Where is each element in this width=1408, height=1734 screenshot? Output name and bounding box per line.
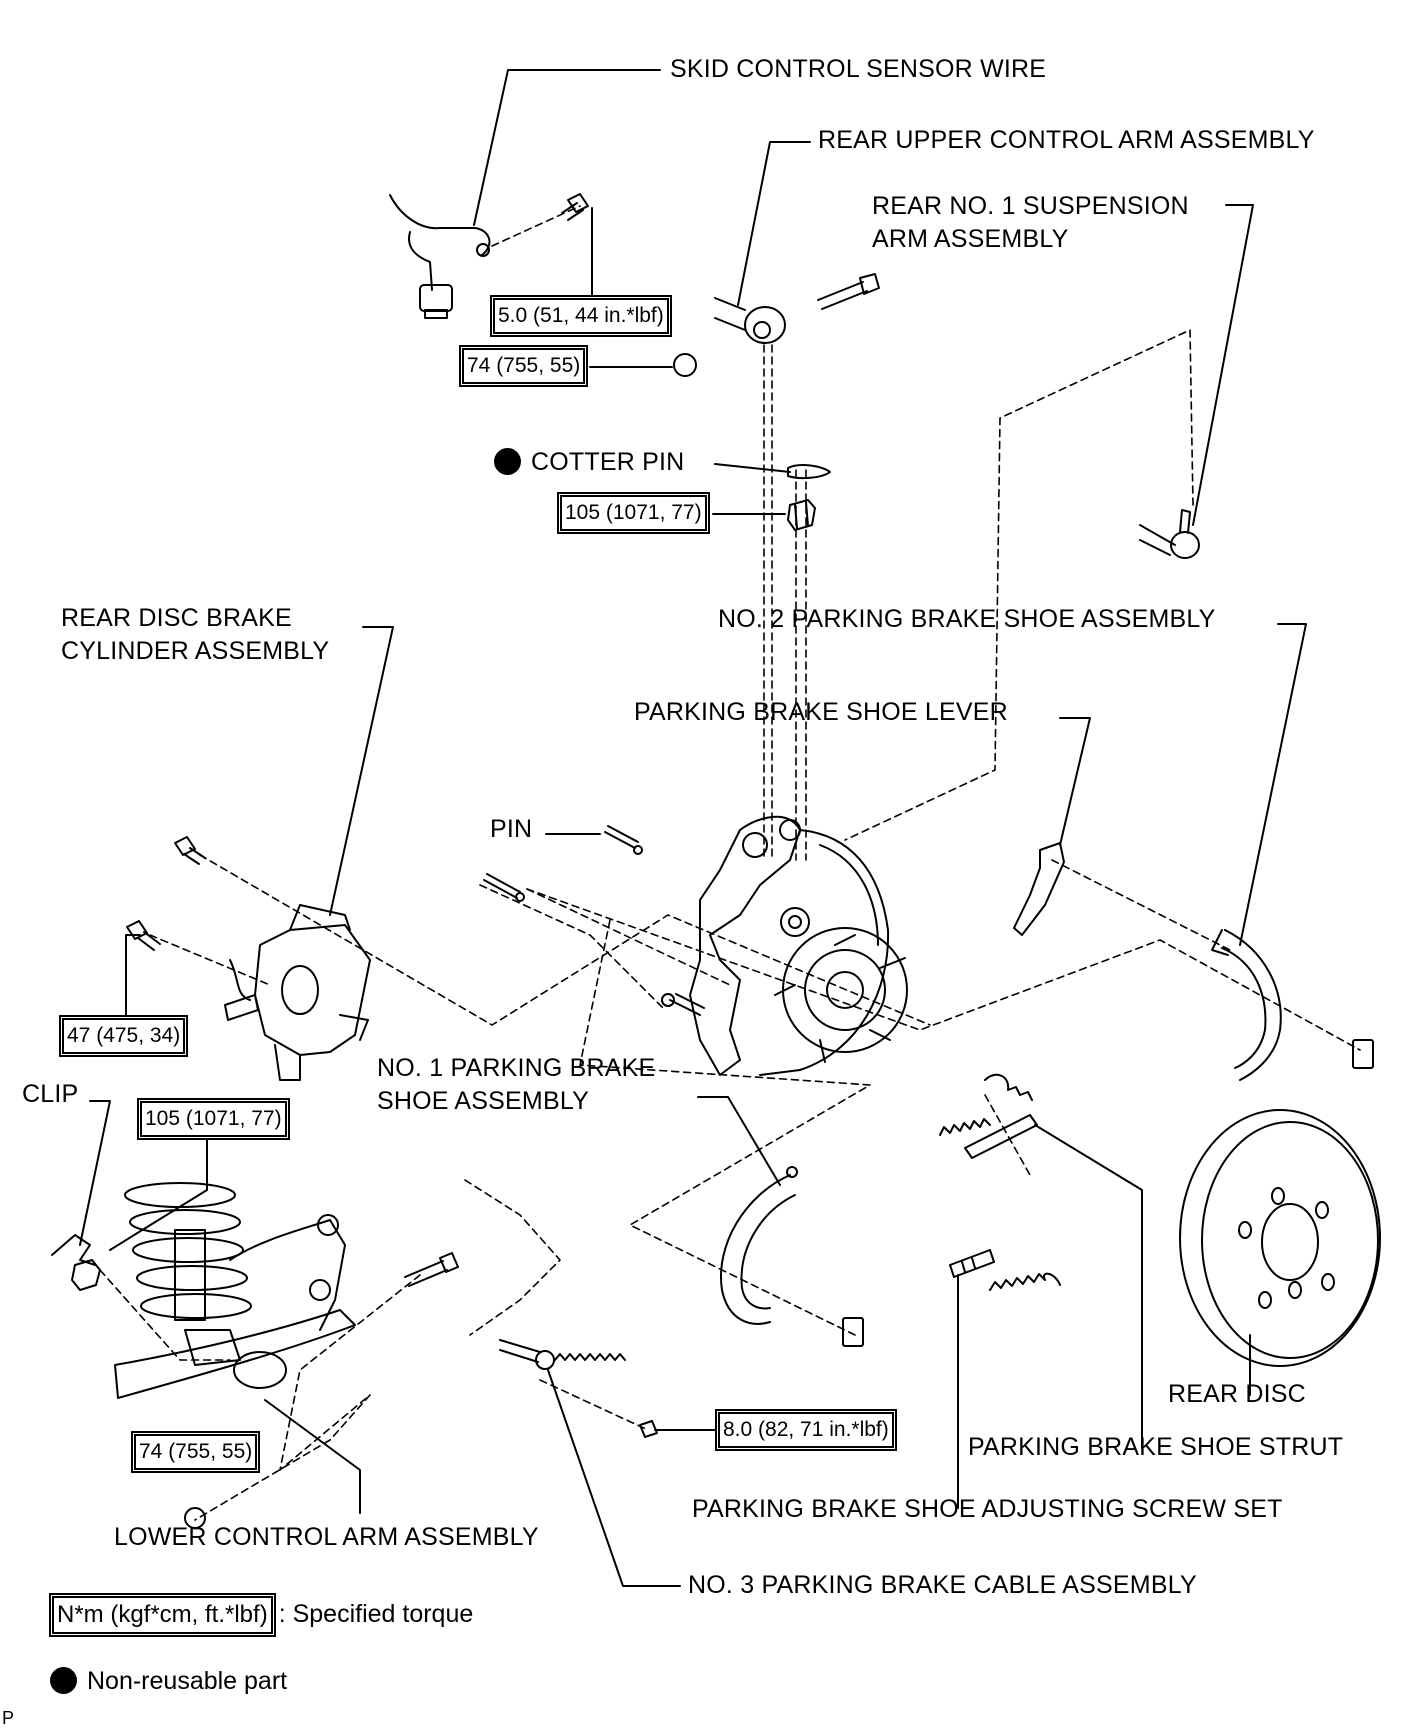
label-cotter-pin: COTTER PIN — [494, 446, 684, 479]
leader-no2-shoe — [1239, 623, 1307, 946]
lower-arm-nut — [184, 1507, 206, 1529]
alignment-lines — [99, 205, 1361, 1521]
no1-shoe-part — [720, 1166, 798, 1325]
torque-lower-arm-nut: 74 (755, 55) — [134, 1434, 258, 1470]
label-no1-parking-brake-shoe-line1: NO. 1 PARKING BRAKE — [377, 1054, 656, 1082]
suspension-arm-part — [1139, 509, 1200, 559]
legend-torque-desc: : Specified torque — [278, 1600, 474, 1628]
label-rear-disc-brake-cylinder-line1: REAR DISC BRAKE — [61, 604, 292, 632]
sensor-bolt — [561, 193, 589, 221]
label-parking-brake-shoe-strut: PARKING BRAKE SHOE STRUT — [968, 1433, 1344, 1461]
rear-disc-part — [1179, 1109, 1381, 1367]
leader-caliper-bolt — [125, 934, 141, 1019]
leader-cable — [547, 1369, 681, 1587]
torque-sensor-bolt: 5.0 (51, 44 in.*lbf) — [493, 298, 669, 334]
lower-arm-bolt — [404, 1252, 459, 1287]
legend-non-reusable: Non-reusable part — [50, 1664, 287, 1698]
leader-clip — [79, 1100, 111, 1246]
no1-shoe-clip — [842, 1317, 864, 1347]
label-no3-parking-brake-cable: NO. 3 PARKING BRAKE CABLE ASSEMBLY — [688, 1571, 1197, 1599]
label-lower-control-arm: LOWER CONTROL ARM ASSEMBLY — [114, 1523, 539, 1551]
leader-shoe-lever — [1059, 717, 1091, 846]
torque-cable-bolt: 8.0 (82, 71 in.*lbf) — [718, 1412, 894, 1448]
brake-cylinder-part — [224, 904, 371, 1081]
spring-nut-part — [71, 1259, 101, 1291]
shoe-strut-part — [964, 1114, 1038, 1159]
label-no1-parking-brake-shoe-line2: SHOE ASSEMBLY — [377, 1087, 589, 1115]
upper-arm-part — [714, 297, 786, 344]
leader-no1-shoe — [697, 1096, 781, 1186]
adjusting-screw-part — [949, 1249, 995, 1278]
no2-shoe-part — [1211, 929, 1282, 1081]
caliper-bolt-upper — [174, 836, 206, 865]
leader-suspension-arm — [1192, 204, 1254, 526]
caliper-bolt-lower — [126, 920, 161, 951]
leader-sensor-wire — [473, 69, 661, 226]
label-pin: PIN — [490, 815, 533, 843]
label-rear-no1-suspension-arm-line2: ARM ASSEMBLY — [872, 225, 1069, 253]
legend-non-reusable-dot — [50, 1666, 77, 1694]
springs-part — [939, 1073, 1061, 1291]
pin-part-upper — [604, 825, 643, 855]
upper-arm-bolt — [817, 273, 880, 310]
torque-upper-arm-nut: 74 (755, 55) — [462, 348, 586, 384]
no2-shoe-clip — [1352, 1039, 1374, 1069]
label-clip: CLIP — [22, 1080, 79, 1108]
upper-arm-nut — [673, 353, 697, 377]
leader-cotter-pin — [714, 463, 791, 473]
cable-bolt — [639, 1420, 658, 1438]
leader-upper-arm — [737, 141, 811, 306]
torque-caliper-bolt: 47 (475, 34) — [62, 1018, 186, 1054]
label-no2-parking-brake-shoe: NO. 2 PARKING BRAKE SHOE ASSEMBLY — [718, 605, 1216, 633]
cotter-pin-part — [787, 464, 831, 480]
label-cotter-pin-text: COTTER PIN — [531, 448, 685, 476]
legend-torque: N*m (kgf*cm, ft.*lbf): Specified torque — [52, 1596, 473, 1634]
torque-castle-nut: 105 (1071, 77) — [560, 495, 707, 531]
label-adjusting-screw-set: PARKING BRAKE SHOE ADJUSTING SCREW SET — [692, 1495, 1283, 1523]
leader-shoe-strut — [1034, 1124, 1143, 1449]
leader-lines — [79, 69, 1307, 1587]
leader-brake-cylinder — [329, 626, 394, 916]
cable-part — [499, 1339, 626, 1370]
legend-torque-unit: N*m (kgf*cm, ft.*lbf) — [52, 1596, 273, 1634]
label-rear-upper-control-arm: REAR UPPER CONTROL ARM ASSEMBLY — [818, 126, 1315, 154]
sensor-wire-part — [389, 194, 491, 319]
label-rear-disc-brake-cylinder-line2: CYLINDER ASSEMBLY — [61, 637, 330, 665]
label-skid-control-sensor-wire: SKID CONTROL SENSOR WIRE — [670, 55, 1047, 83]
coil-spring-part — [124, 1182, 252, 1321]
non-reusable-marker — [494, 447, 521, 475]
torque-spring-nut: 105 (1071, 77) — [140, 1101, 287, 1137]
label-rear-disc: REAR DISC — [1168, 1380, 1306, 1408]
legend-non-reusable-text: Non-reusable part — [87, 1667, 288, 1695]
knuckle-hub-part — [661, 815, 908, 1076]
label-rear-no1-suspension-arm-line1: REAR NO. 1 SUSPENSION — [872, 192, 1189, 220]
label-parking-brake-shoe-lever: PARKING BRAKE SHOE LEVER — [634, 698, 1008, 726]
castle-nut-part — [787, 499, 816, 531]
lower-arm-part — [114, 1214, 356, 1399]
corner-mark: P — [2, 1708, 15, 1728]
shoe-lever-part — [1013, 842, 1065, 936]
leader-lower-arm — [264, 1399, 361, 1514]
pin-part-lower — [483, 873, 525, 902]
